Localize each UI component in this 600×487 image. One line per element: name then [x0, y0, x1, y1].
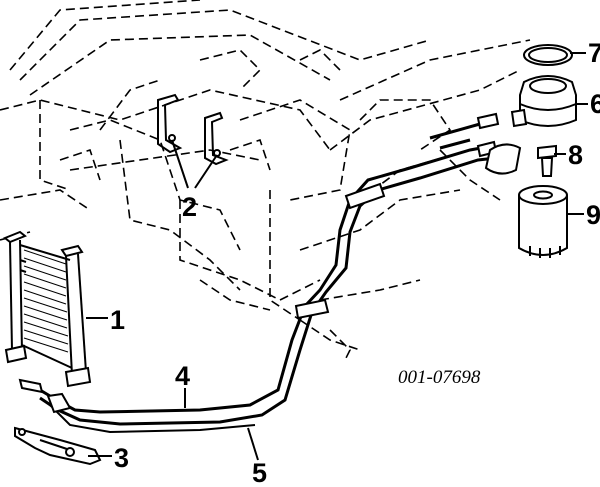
callout-1: 1 — [110, 305, 125, 335]
callout-8: 8 — [568, 140, 583, 170]
cooler-lines — [18, 112, 500, 434]
callout-4: 4 — [175, 361, 190, 391]
mounting-brackets — [157, 93, 229, 166]
callout-2: 2 — [182, 192, 197, 222]
filter-adapter-parts — [484, 44, 577, 177]
diagram-part-number: 001-07698 — [398, 367, 481, 388]
callout-5: 5 — [252, 458, 267, 487]
callout-3: 3 — [114, 443, 129, 473]
callout-9: 9 — [586, 200, 600, 230]
callout-7: 7 — [588, 38, 600, 68]
oil-filter — [518, 185, 568, 258]
leader-lines — [86, 52, 588, 461]
engine-outline — [0, 0, 531, 361]
callout-6: 6 — [590, 89, 600, 119]
oil-cooler-radiator — [3, 230, 92, 388]
lower-bracket — [14, 426, 102, 466]
